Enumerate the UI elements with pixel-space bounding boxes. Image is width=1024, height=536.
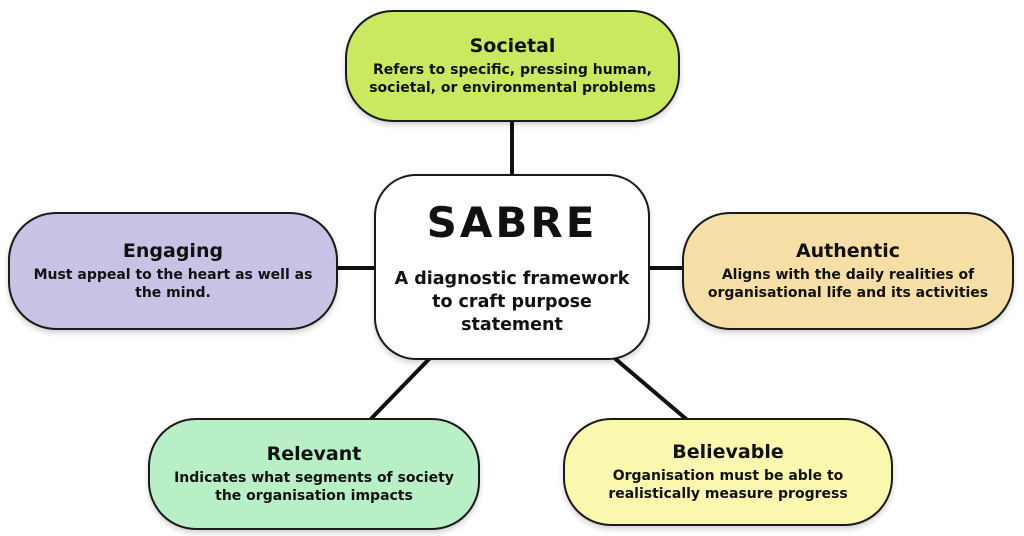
node-believable-description: Organisation must be able to realistical… xyxy=(608,467,848,502)
node-societal-title: Societal xyxy=(469,34,556,57)
connector-center-relevant xyxy=(364,354,434,426)
node-engaging: Engaging Must appeal to the heart as wel… xyxy=(8,212,338,330)
connector-center-believable xyxy=(610,354,694,426)
node-relevant-title: Relevant xyxy=(266,442,362,465)
node-center-sabre: SABRE A diagnostic framework to craft pu… xyxy=(374,174,650,360)
node-engaging-title: Engaging xyxy=(122,239,224,262)
center-subtitle: A diagnostic framework to craft purpose … xyxy=(394,269,630,335)
node-believable-title: Believable xyxy=(672,440,784,463)
node-engaging-description: Must appeal to the heart as well as the … xyxy=(33,266,313,301)
center-title: SABRE xyxy=(426,198,598,247)
node-authentic-title: Authentic xyxy=(795,239,901,262)
node-societal: Societal Refers to specific, pressing hu… xyxy=(345,10,680,122)
node-authentic: Authentic Aligns with the daily realitie… xyxy=(682,212,1014,330)
node-relevant: Relevant Indicates what segments of soci… xyxy=(148,418,480,530)
node-relevant-description: Indicates what segments of society the o… xyxy=(174,469,454,504)
node-authentic-description: Aligns with the daily realities of organ… xyxy=(707,266,989,301)
node-societal-description: Refers to specific, pressing human, soci… xyxy=(369,61,656,96)
node-believable: Believable Organisation must be able to … xyxy=(563,418,893,526)
